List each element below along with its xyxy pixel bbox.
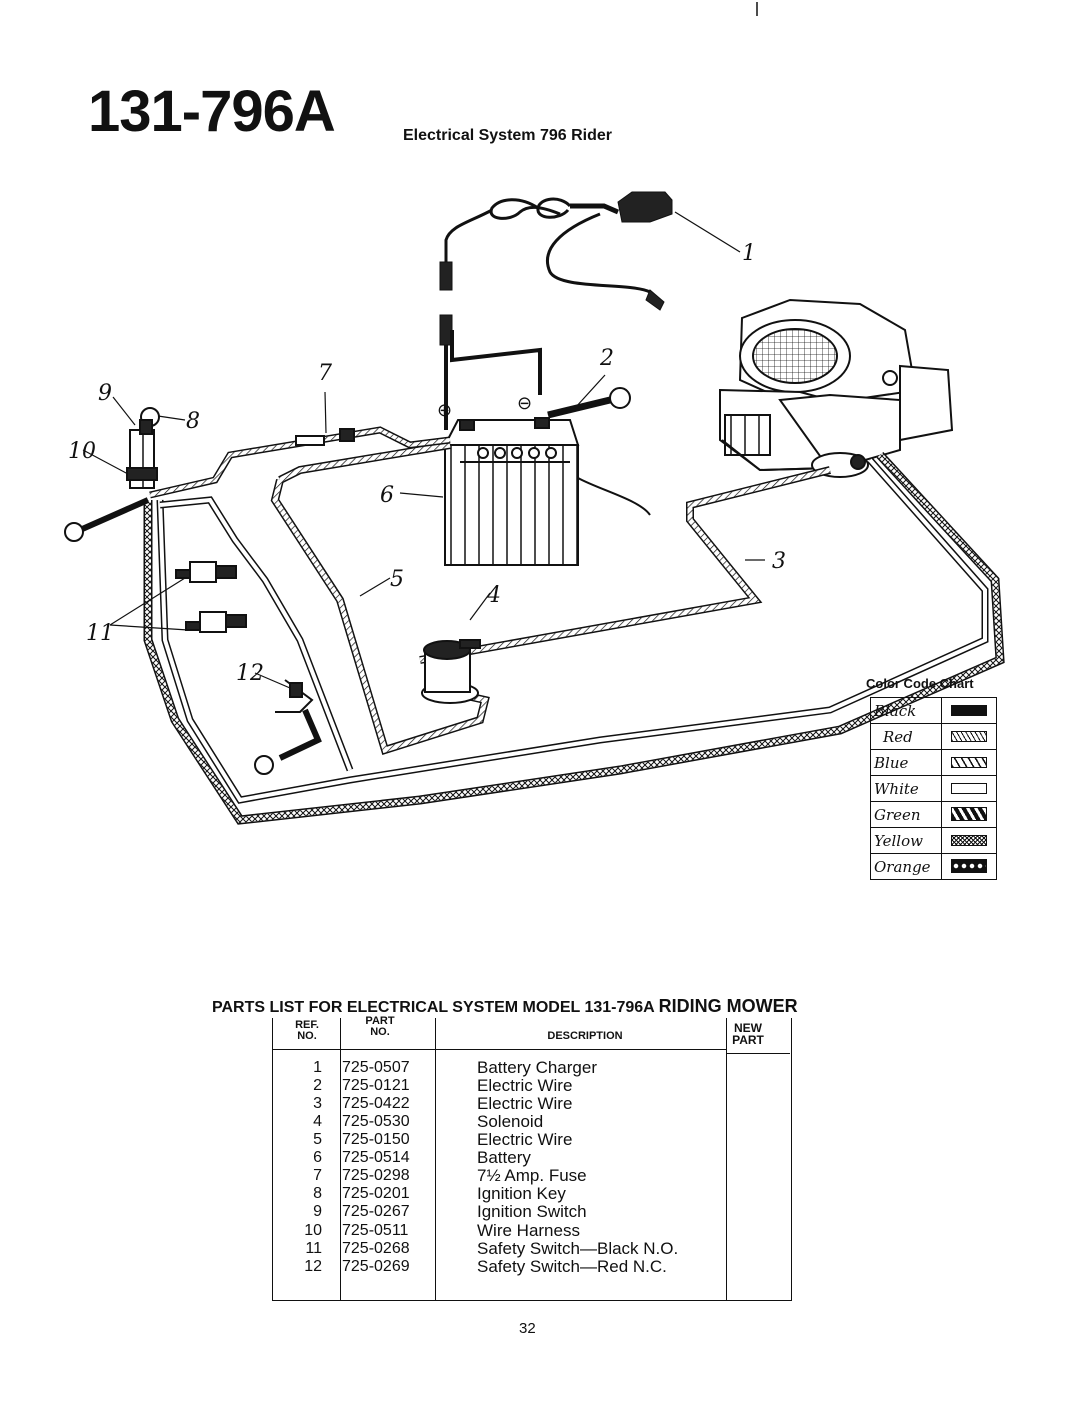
white-swatch xyxy=(951,782,987,794)
wiring-diagram: ⊕ ⊖ xyxy=(64,2,1005,825)
ref-no-header: REF. NO. xyxy=(295,1019,319,1042)
callout-12: 12 xyxy=(236,661,264,686)
color-row-orange: Orange xyxy=(870,853,997,880)
new-part-header: NEW PART xyxy=(732,1021,764,1047)
callout-6: 6 xyxy=(380,483,394,508)
fuse xyxy=(295,428,355,446)
yellow-swatch xyxy=(951,834,987,846)
part-no-header: PART NO. xyxy=(365,1015,395,1038)
positive-terminal: ⊕ xyxy=(437,400,452,420)
callout-7: 7 xyxy=(318,361,332,386)
orange-swatch xyxy=(951,859,987,874)
parts-heading-prefix: PARTS LIST FOR ELECTRICAL SYSTEM MODEL 1… xyxy=(212,999,655,1016)
color-name: White xyxy=(870,775,942,802)
negative-terminal: ⊖ xyxy=(517,393,532,413)
color-row-green: Green xyxy=(870,801,997,828)
color-row-white: White xyxy=(870,775,997,802)
color-row-blue: Blue xyxy=(870,749,997,776)
color-row-yellow: Yellow xyxy=(870,827,997,854)
color-row-red: Red xyxy=(870,723,997,750)
battery-connector xyxy=(439,314,542,430)
callout-8: 8 xyxy=(186,409,200,434)
page-number: 32 xyxy=(519,1320,536,1337)
color-name: Blue xyxy=(870,749,942,776)
battery-charger xyxy=(439,191,741,311)
color-name: Yellow xyxy=(870,827,942,854)
switch-ground-ring xyxy=(64,522,84,542)
callout-4: 4 xyxy=(486,583,501,608)
callout-1: 1 xyxy=(742,241,756,266)
model-number: 131-796A xyxy=(88,79,336,144)
ground-ring-terminal xyxy=(609,387,631,409)
callout-5: 5 xyxy=(390,567,404,592)
color-name: Red xyxy=(870,723,942,750)
ignition-switch xyxy=(126,429,158,489)
callout-9: 9 xyxy=(98,381,112,406)
blue-swatch xyxy=(951,756,987,768)
wire-harness xyxy=(143,426,1005,825)
engine xyxy=(719,298,954,478)
color-row-black: Black xyxy=(870,697,997,724)
safety-switch-red xyxy=(185,611,247,633)
callout-10: 10 xyxy=(68,439,96,464)
description-header: DESCRIPTION xyxy=(547,1030,623,1042)
green-swatch xyxy=(951,807,987,822)
parts-list-heading: PARTS LIST FOR ELECTRICAL SYSTEM MODEL 1… xyxy=(212,996,798,1017)
red-swatch xyxy=(951,730,987,742)
diagram-title: Electrical System 796 Rider xyxy=(403,127,613,144)
solenoid xyxy=(421,639,481,704)
switch-ground-wire xyxy=(78,497,150,533)
color-chart-title: Color Code Chart xyxy=(866,676,974,691)
callout-3: 3 xyxy=(772,549,786,574)
callout-2: 2 xyxy=(599,346,614,371)
callout-leaders xyxy=(82,374,765,689)
ignition-key xyxy=(139,407,160,435)
parts-heading-suffix: RIDING MOWER xyxy=(658,996,798,1016)
callout-11: 11 xyxy=(86,621,114,646)
color-code-chart: Black Red Blue White Green Yellow Orange xyxy=(870,697,997,880)
black-swatch xyxy=(951,704,987,716)
color-name: Green xyxy=(870,801,942,828)
parts-table xyxy=(272,1018,792,1301)
seat-switch xyxy=(254,679,322,775)
battery xyxy=(443,417,651,566)
color-name: Black xyxy=(870,697,942,724)
safety-switch-black xyxy=(175,561,237,583)
color-name: Orange xyxy=(870,853,942,880)
